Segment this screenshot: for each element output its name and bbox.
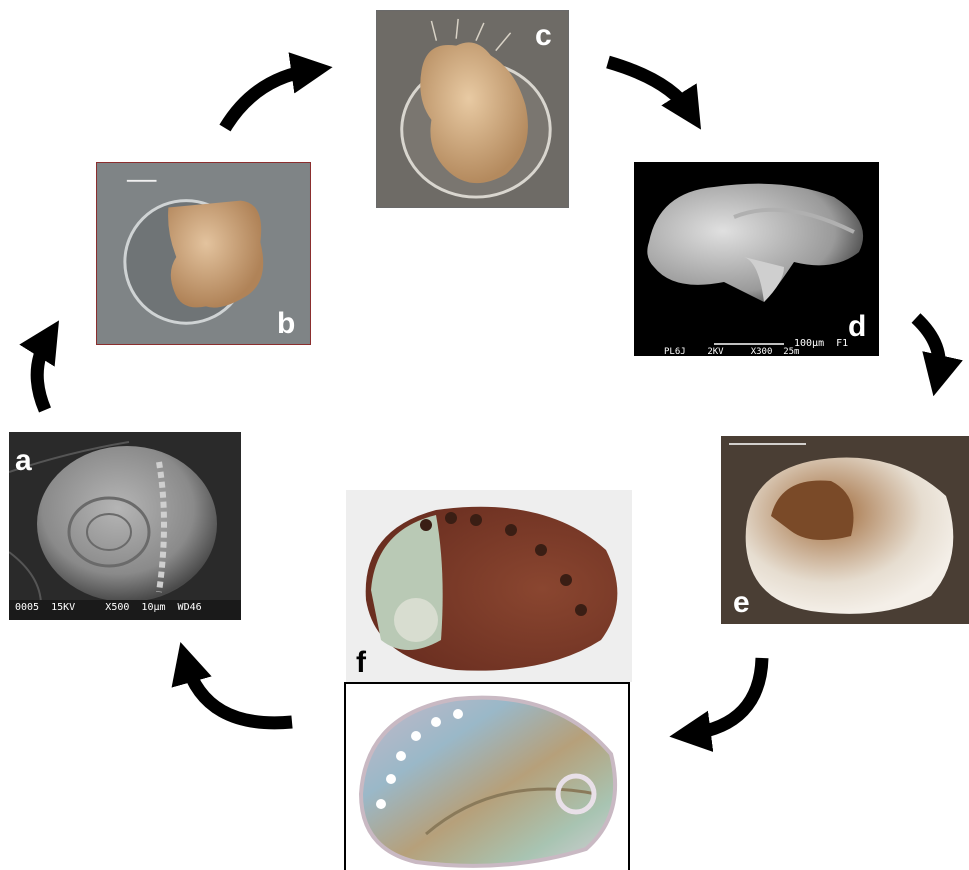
panel-c-label: c [535,21,552,51]
panel-d-shell-sem: d 100µm F1 PL6J 2KV X300 25m [634,162,879,356]
panel-b-label: b [277,309,295,339]
panel-f-label: f [356,648,366,678]
panel-a-scale-text: 0005 15KV X500 10µm WD46 [15,603,202,613]
panel-e-juvenile: e [721,436,969,624]
juvenile-e-image [721,436,969,624]
panel-d-label: d [848,312,866,342]
panel-a-trochophore-sem: a 0005 15KV X500 10µm WD46 [9,432,241,620]
shell-d-image [634,162,879,356]
cycle-arrow-icon [225,70,312,128]
panel-e-label: e [733,588,750,618]
cycle-arrow-icon [690,658,762,734]
trochophore-image [9,432,241,620]
panel-d-scale-text-1: 100µm F1 [794,339,848,349]
adult-shell-exterior-image [346,490,632,682]
panel-a-label: a [15,446,32,476]
cycle-arrow-icon [608,62,690,112]
panel-f-adult-exterior: f [346,490,632,682]
adult-shell-interior-image [346,684,628,870]
cycle-arrow-icon [916,318,939,376]
panel-c-veliger: c [376,10,569,208]
panel-f-adult-interior [344,682,630,870]
panel-d-scale-text-2: PL6J 2KV X300 25m [664,348,799,356]
panel-b-larva: b [96,162,311,345]
cycle-arrow-icon [186,662,292,723]
cycle-arrow-icon [37,338,48,410]
